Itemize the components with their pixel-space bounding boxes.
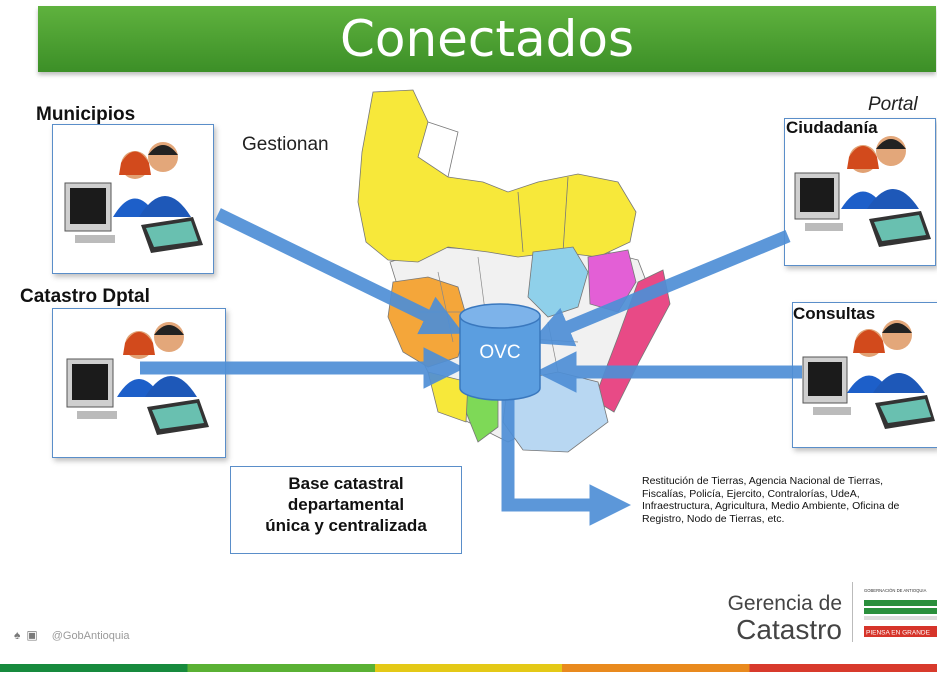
base-catastral-box: Base catastral departamental única y cen…	[230, 466, 462, 554]
twitter-icon[interactable]: ♠	[14, 628, 21, 642]
ciudadania-computer-card	[784, 118, 936, 266]
title-banner: Conectados	[38, 6, 936, 72]
gerencia-line-1: Gerencia de	[727, 592, 842, 615]
users-computer-icon	[64, 142, 203, 253]
gov-top-text: GOBERNACIÓN DE ANTIOQUIA	[864, 588, 927, 593]
arrow-municipios-to-ovc	[215, 208, 464, 335]
entities-line-1: Restitución de Tierras, Agencia Nacional…	[642, 475, 884, 487]
ovc-database-icon	[459, 303, 541, 401]
ciudadania-label: Ciudadanía	[786, 118, 878, 137]
entities-line-2: Fiscalías, Policía, Ejercito, Contralorí…	[642, 487, 860, 500]
gobernacion-logo: GOBERNACIÓN DE ANTIOQUIA PIENSA EN GRAND…	[864, 588, 937, 637]
municipios-label: Municipios	[36, 104, 136, 125]
consultas-computer-card	[792, 302, 937, 448]
portal-label: Portal	[868, 94, 918, 115]
social-footer: ♠ ▣ @GobAntioquia	[14, 628, 130, 642]
instagram-icon[interactable]: ▣	[26, 628, 38, 642]
antioquia-map	[318, 82, 710, 470]
consultas-label: Consultas	[793, 304, 876, 323]
gerencia-catastro-logo: Gerencia de Catastro	[718, 592, 842, 644]
entities-line-4: Registro, Nodo de Tierras, etc.	[642, 512, 785, 525]
gov-slogan-text: PIENSA EN GRANDE	[866, 630, 931, 637]
gestionan-label: Gestionan	[242, 134, 329, 155]
ovc-label: OVC	[479, 342, 521, 363]
arrow-ciudadania-to-ovc	[529, 229, 791, 347]
logo-divider	[852, 582, 853, 642]
entities-list: Restitución de Tierras, Agencia Nacional…	[642, 475, 937, 525]
municipios-computer-card	[52, 124, 214, 274]
gerencia-line-2: Catastro	[736, 614, 842, 645]
base-line-3: única y centralizada	[265, 516, 427, 535]
entities-line-3: Infraestructura, Agricultura, Medio Ambi…	[642, 500, 900, 512]
color-bar	[0, 664, 937, 672]
users-computer-icon	[794, 136, 931, 247]
users-computer-icon	[802, 320, 935, 429]
catastro-dptal-label: Catastro Dptal	[20, 286, 150, 307]
base-line-2: departamental	[287, 495, 405, 514]
base-line-1: Base catastral	[288, 474, 404, 493]
page-title: Conectados	[339, 10, 635, 68]
catastro-computer-card	[52, 308, 226, 458]
arrow-ovc-to-entities	[501, 400, 631, 526]
social-handle[interactable]: @GobAntioquia	[51, 630, 130, 642]
users-computer-icon	[66, 322, 209, 435]
